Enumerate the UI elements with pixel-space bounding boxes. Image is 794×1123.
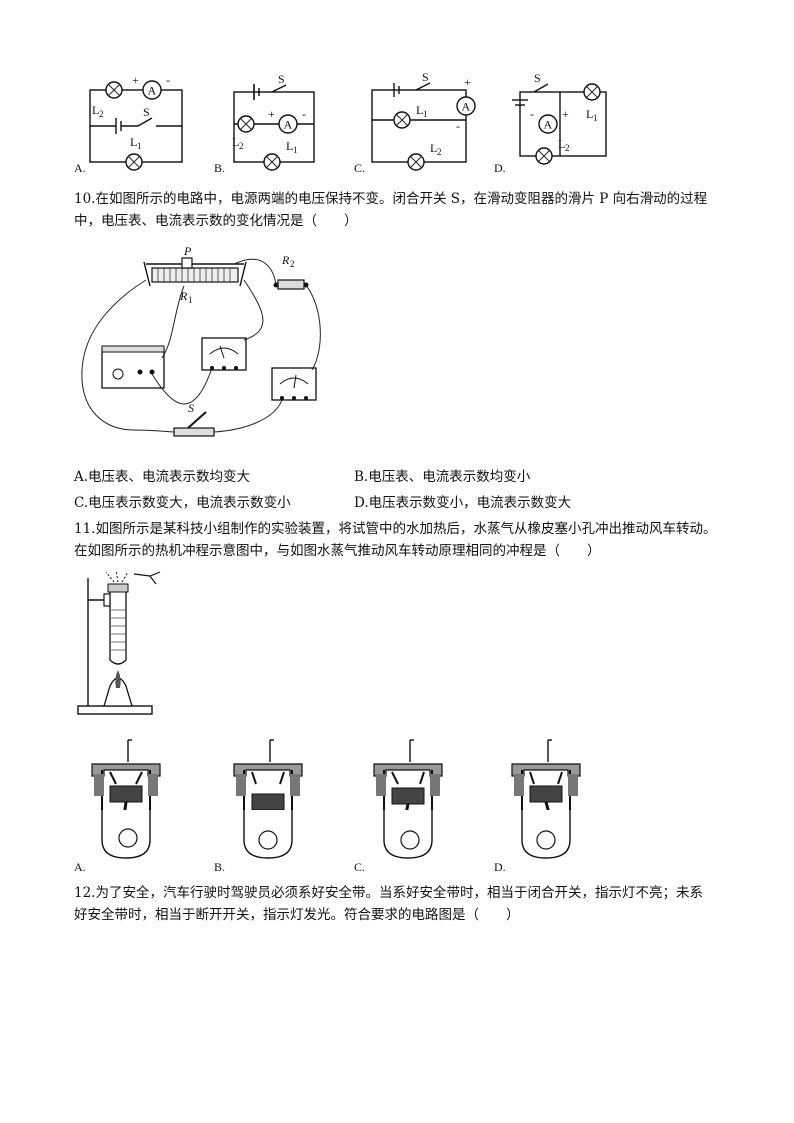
svg-text:-: -: [166, 73, 170, 87]
svg-text:S: S: [422, 70, 429, 84]
svg-text:-: -: [302, 107, 306, 121]
q9-option-a: A.: [74, 161, 86, 175]
svg-text:+: +: [464, 75, 471, 89]
svg-text:R: R: [281, 253, 290, 267]
q12-stem-line1: 12.为了安全，汽车行驶时驾驶员必须系好安全带。当系好安全带时，相当于闭合开关，…: [74, 885, 703, 901]
svg-text:2: 2: [239, 141, 244, 151]
svg-text:L: L: [130, 135, 137, 149]
q11-option-c: C.: [354, 860, 366, 874]
svg-text:L: L: [430, 141, 437, 155]
svg-text:R: R: [179, 289, 188, 303]
svg-text:+: +: [268, 107, 275, 121]
q10-stem-line1: 10.在如图所示的电路中，电源两端的电压保持不变。闭合开关 S，在滑动变阻器的滑…: [74, 191, 708, 207]
q12-stem-line2: 好安全带时，相当于断开开关，指示灯发光。符合要求的电路图是（ ）: [74, 907, 520, 923]
svg-text:L: L: [586, 107, 593, 121]
q11-stem-line2: 在如图所示的热机冲程示意图中，与如图水蒸气推动风车转动原理相同的冲程是（ ）: [74, 543, 601, 559]
q10-stem-line2: 中，电压表、电流表示数的变化情况是（ ）: [74, 213, 358, 229]
q9-option-c: C.: [354, 161, 366, 175]
svg-text:S: S: [278, 72, 285, 86]
svg-text:L: L: [92, 103, 99, 117]
svg-text:+: +: [132, 73, 139, 87]
svg-text:A: A: [544, 118, 553, 132]
svg-text:2: 2: [565, 143, 570, 153]
svg-text:1: 1: [137, 141, 142, 151]
q10-option-b: B.电压表、电流表示数均变小: [354, 469, 531, 485]
engine-stroke-c: [373, 739, 443, 859]
svg-text:P: P: [183, 244, 192, 258]
svg-text:2: 2: [99, 109, 104, 119]
engine-stroke-a: [91, 739, 161, 859]
svg-text:L: L: [232, 135, 239, 149]
q11-option-a: A.: [74, 860, 86, 874]
q11-option-b: B.: [214, 860, 226, 874]
svg-text:1: 1: [188, 295, 193, 305]
ammeter-label: A: [148, 84, 157, 98]
q10-option-a: A.电压表、电流表示数均变大: [74, 469, 251, 485]
q10-option-d: D.电压表示数变小，电流表示数变大: [354, 495, 572, 511]
engine-stroke-b: [233, 739, 303, 859]
svg-text:+: +: [562, 107, 569, 121]
svg-text:L: L: [558, 137, 565, 151]
svg-text:A: A: [284, 118, 293, 132]
q11-stem-line1: 11.如图所示是某科技小组制作的实验装置，将试管中的水加热后，水蒸气从橡皮塞小孔…: [74, 521, 717, 537]
svg-text:1: 1: [423, 109, 428, 119]
q11-apparatus-figure: [77, 569, 161, 715]
q9-option-b: B.: [214, 161, 226, 175]
svg-text:1: 1: [293, 145, 298, 155]
svg-text:L: L: [416, 103, 423, 117]
svg-text:-: -: [530, 107, 534, 121]
svg-text:A: A: [462, 100, 471, 114]
svg-text:2: 2: [290, 259, 295, 269]
svg-text:S: S: [534, 71, 541, 85]
engine-stroke-d: [511, 739, 581, 859]
svg-text:-: -: [456, 119, 460, 133]
svg-text:1: 1: [593, 113, 598, 123]
svg-text:L: L: [286, 139, 293, 153]
q10-option-c: C.电压表示数变大，电流表示数变小: [74, 495, 291, 511]
q9-option-d: D.: [494, 161, 506, 175]
svg-text:S: S: [188, 401, 194, 415]
svg-text:2: 2: [437, 147, 442, 157]
svg-text:S: S: [143, 105, 150, 119]
q11-option-d: D.: [494, 860, 506, 874]
